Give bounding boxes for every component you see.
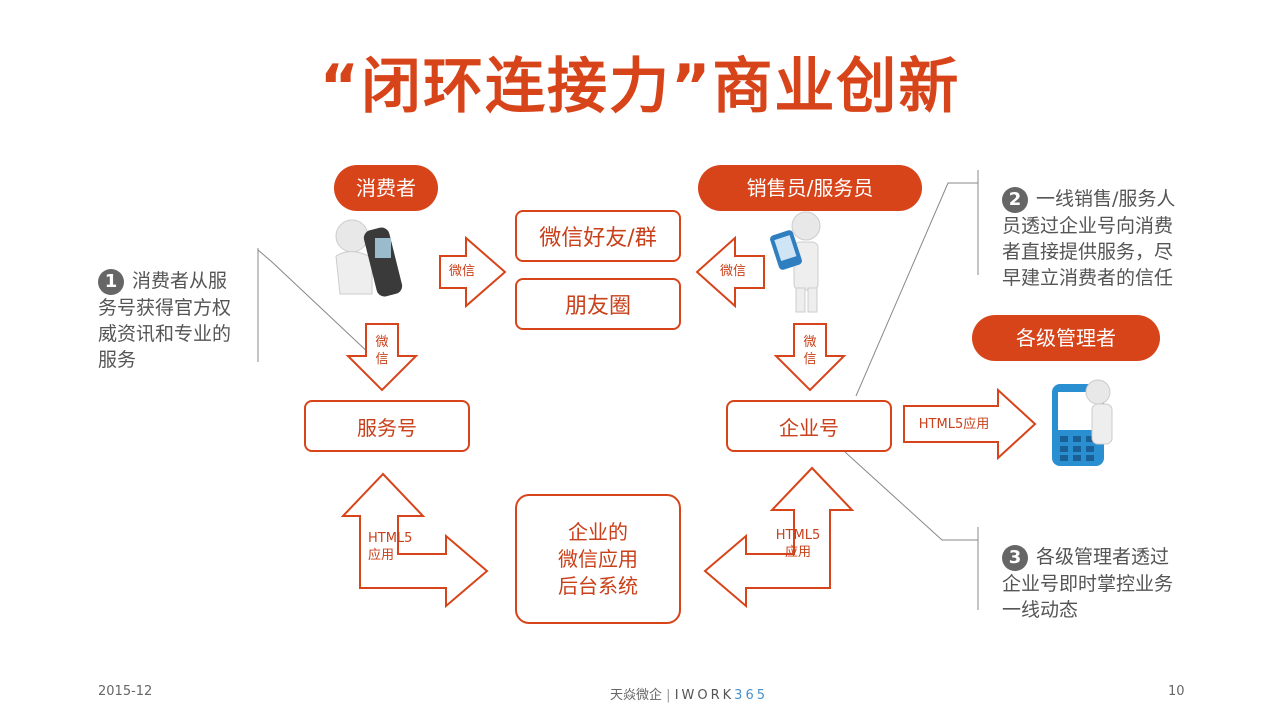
arrow-ent-to-manager — [903, 387, 1037, 461]
service-account-box: 服务号 — [304, 400, 470, 452]
backend-line-3: 后台系统 — [558, 573, 638, 598]
label-consumer-down: 微 信 — [372, 334, 392, 368]
label-sales-down: 微 信 — [800, 334, 820, 368]
backend-line-1: 企业的 — [568, 519, 628, 544]
footer-brand-sep: | — [666, 688, 671, 703]
slide-title: “闭环连接力”商业创新 — [319, 52, 961, 122]
footer-brand-cn: 天焱微企 — [610, 688, 663, 703]
note-2-number: 2 — [1002, 186, 1028, 213]
sales-figure-icon — [770, 211, 821, 313]
enterprise-account-box: 企业号 — [726, 400, 892, 452]
note-3-line-2: 企业号即时掌控业务 — [1002, 572, 1174, 595]
note-1-number: 1 — [98, 268, 124, 295]
label-sales-to-friends: 微信 — [719, 264, 746, 279]
label-left-html5-2: 应用 — [368, 548, 395, 563]
note-3-number: 3 — [1002, 544, 1028, 571]
arrow-right-html5 — [703, 466, 855, 609]
note-2-line-1: 一线销售/服务人 — [1036, 188, 1176, 210]
backend-line-2: 微信应用 — [558, 546, 638, 571]
backend-system-box: 企业的 微信应用 后台系统 — [515, 494, 681, 624]
footer-page-number: 10 — [1168, 684, 1185, 699]
label-left-html5-1: HTML5 — [368, 531, 413, 546]
label-sales-down-2: 信 — [803, 352, 817, 367]
wechat-friends-box: 微信好友/群 — [515, 210, 681, 262]
footer-brand: 天焱微企 | IWORK365 — [610, 684, 768, 703]
label-left-html5: HTML5 应用 — [368, 530, 424, 564]
arrow-sales-down — [773, 323, 847, 392]
consumer-pill: 消费者 — [334, 165, 438, 211]
label-ent-to-manager: HTML5应用 — [918, 417, 990, 432]
note-1: 1 消费者从服 务号获得官方权 威资讯和专业的 服务 — [98, 268, 258, 373]
leader-line-1 — [257, 249, 373, 357]
moments-box: 朋友圈 — [515, 278, 681, 330]
leader-line-2 — [855, 182, 978, 397]
note-1-line-1: 消费者从服 — [132, 270, 228, 292]
note-1-line-4: 服务 — [98, 348, 137, 371]
note-1-line-3: 威资讯和专业的 — [98, 322, 232, 345]
arrow-consumer-to-friends — [439, 235, 507, 309]
manager-figure-icon — [1052, 379, 1113, 466]
sales-pill: 销售员/服务员 — [698, 165, 922, 211]
note-3-line-1: 各级管理者透过 — [1036, 546, 1170, 568]
note-3-line-3: 一线动态 — [1002, 598, 1079, 621]
footer-brand-en-b: 365 — [734, 688, 768, 703]
note-1-line-2: 务号获得官方权 — [98, 296, 232, 319]
note-2-line-3: 者直接提供服务，尽 — [1002, 240, 1174, 263]
arrow-sales-to-friends — [695, 235, 765, 309]
note-3: 3 各级管理者透过 企业号即时掌控业务 一线动态 — [1002, 544, 1222, 623]
label-consumer-down-2: 信 — [375, 352, 389, 367]
label-right-html5: HTML5 应用 — [770, 527, 826, 561]
arrow-left-html5 — [340, 472, 489, 609]
consumer-figure-icon — [335, 219, 403, 297]
note-2-line-4: 早建立消费者的信任 — [1002, 266, 1174, 289]
label-consumer-down-1: 微 — [375, 335, 389, 350]
label-right-html5-1: HTML5 — [775, 528, 821, 543]
note-2: 2 一线销售/服务人 员透过企业号向消费 者直接提供服务，尽 早建立消费者的信任 — [1002, 186, 1222, 291]
label-sales-down-1: 微 — [803, 335, 817, 350]
arrow-consumer-down — [345, 323, 419, 392]
note-2-line-2: 员透过企业号向消费 — [1002, 214, 1174, 237]
footer-date: 2015-12 — [98, 684, 153, 699]
manager-pill: 各级管理者 — [972, 315, 1160, 361]
leader-line-3 — [844, 451, 978, 541]
label-right-html5-2: 应用 — [784, 545, 811, 560]
label-consumer-to-friends: 微信 — [448, 264, 475, 279]
footer-brand-en-a: IWORK — [674, 688, 735, 703]
